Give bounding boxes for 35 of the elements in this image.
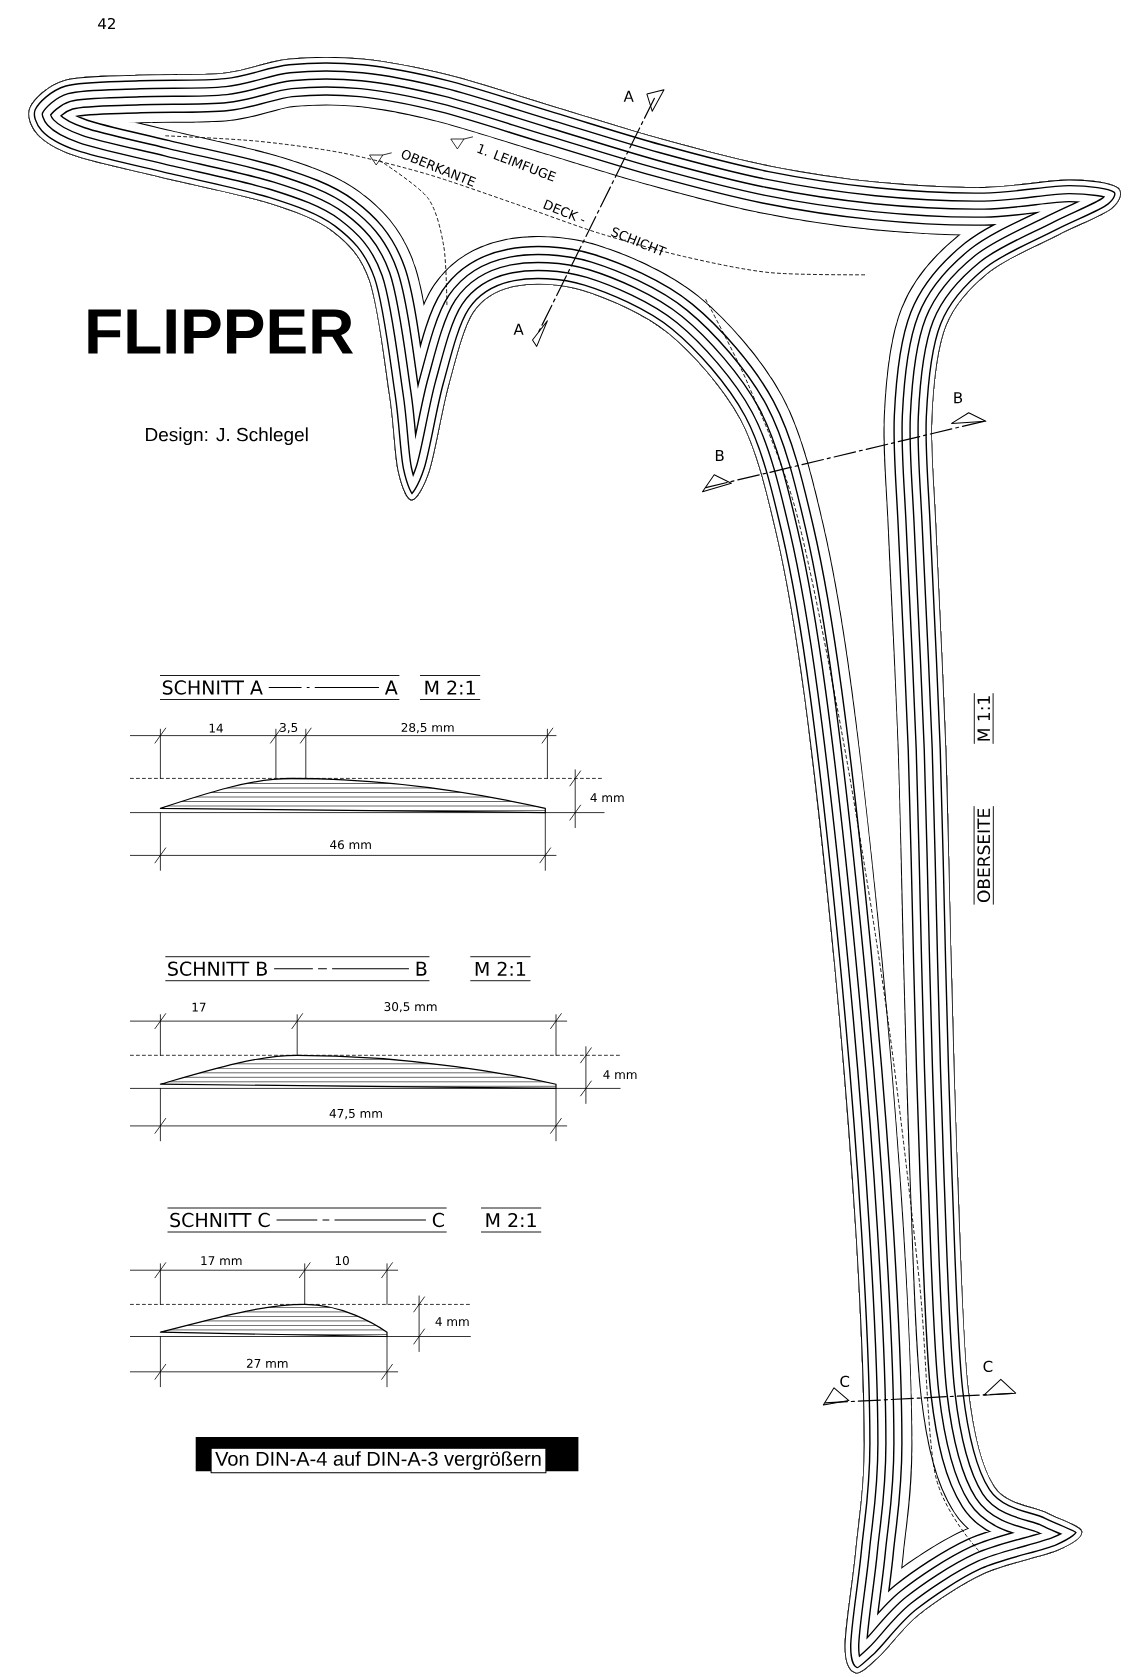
dimension-label: 10 — [335, 1256, 349, 1266]
section-letter: C — [432, 1212, 444, 1228]
dimension-label: 27 mm — [246, 1358, 288, 1368]
dimension-label: 3,5 — [280, 722, 298, 734]
section-letter: C — [840, 1375, 850, 1388]
scale-note: M 1:1 — [977, 696, 990, 741]
dimension-label: 17 mm — [201, 1256, 242, 1265]
title: FLIPPER — [88, 309, 354, 354]
scale-note: M 2:1 — [425, 680, 475, 695]
section-heading: SCHNITT A — [162, 680, 263, 695]
section-letter: B — [715, 450, 724, 461]
dimension-label: 4 mm — [603, 1070, 637, 1079]
section-letter: A — [384, 680, 398, 695]
view-label: OBERSEITE — [977, 808, 991, 903]
scale-note: M 2:1 — [475, 961, 526, 976]
dimension-label: 4 mm — [435, 1317, 469, 1326]
section-heading: SCHNITT B — [168, 961, 267, 976]
section-letter: B — [954, 392, 963, 404]
section-letter: A — [623, 90, 634, 102]
scale-note: M 2:1 — [486, 1212, 536, 1228]
page-number: 42 — [98, 17, 115, 30]
section-letter: B — [416, 961, 427, 976]
layer-note: DECK - — [543, 199, 585, 222]
dimension-label: 28,5 mm — [401, 722, 454, 734]
dimension-label: 4 mm — [590, 793, 624, 802]
dimension-label: 14 — [209, 723, 223, 733]
note-box: Von DIN-A-4 auf DIN-A-3 vergrößern — [195, 1437, 579, 1474]
designer-credit: Design: J. Schlegel — [146, 427, 308, 446]
dimension-label: 30,5 mm — [384, 1002, 437, 1013]
section-letter: A — [513, 323, 524, 335]
dimension-label: 46 mm — [330, 840, 371, 850]
section-heading: SCHNITT C — [170, 1212, 270, 1228]
dimension-label: 17 — [192, 1002, 206, 1012]
dimension-label: 47,5 mm — [329, 1109, 382, 1120]
section-letter: C — [983, 1360, 993, 1373]
